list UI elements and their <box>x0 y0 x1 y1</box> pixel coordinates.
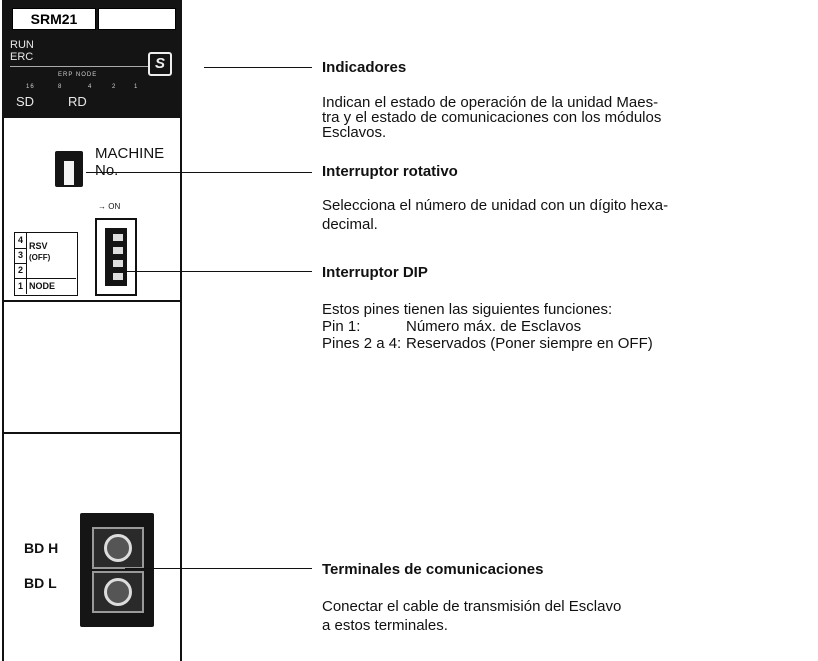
callout-desc-rotativo: Selecciona el número de unidad con un dí… <box>322 195 668 232</box>
callout-title-terminales: Terminales de comunicaciones <box>322 561 544 578</box>
callout-title-dip: Interruptor DIP <box>322 264 428 281</box>
model-blank-plate <box>98 8 176 30</box>
desc-line: tra y el estado de comunicaciones con lo… <box>322 109 662 126</box>
screw-icon <box>104 578 132 606</box>
terminal-bd-l[interactable] <box>92 571 144 613</box>
dip-pin-1[interactable] <box>113 273 123 280</box>
node-bit-4: 4 <box>88 84 93 90</box>
pin-value: Reservados (Poner siempre en OFF) <box>406 335 653 352</box>
communication-terminal-block <box>80 513 154 627</box>
pin-label: Pines 2 a 4: <box>322 335 402 352</box>
indicator-divider <box>10 66 150 67</box>
rotary-label-no: No. <box>95 162 119 179</box>
desc-line: Selecciona el número de unidad con un dí… <box>322 197 669 214</box>
terminal-label-bd-l: BD L <box>24 575 57 591</box>
desc-line: Estos pines tienen las siguientes funcio… <box>322 301 613 318</box>
dip-row-1: 1 <box>15 279 27 294</box>
sd-indicator-label: SD <box>16 94 35 109</box>
callout-desc-indicadores: Indican el estado de operación de la uni… <box>322 95 661 140</box>
callout-desc-dip: Estos pines tienen las siguientes funcio… <box>322 301 653 352</box>
desc-line: Indican el estado de operación de la uni… <box>322 94 659 111</box>
pin-label: Pin 1: <box>322 318 361 335</box>
dip-off-label: (OFF) <box>29 253 51 262</box>
erc-indicator-label: ERC <box>10 51 34 63</box>
panel-divider-lower <box>2 432 182 434</box>
panel-outline <box>2 0 182 661</box>
leader-line-indicadores <box>204 67 312 68</box>
rotary-slot <box>64 161 74 185</box>
unit-front-panel: SRM21 RUN ERC ERP NODE 16 8 4 2 1 SD RD … <box>0 0 185 661</box>
rotary-label-machine: MACHINE <box>95 145 165 162</box>
run-indicator-label: RUN <box>10 39 34 51</box>
dip-body <box>105 228 127 286</box>
terminal-bd-h[interactable] <box>92 527 144 569</box>
node-bit-16: 16 <box>26 84 35 90</box>
rd-indicator-label: RD <box>68 94 87 109</box>
terminal-label-bd-h: BD H <box>24 540 59 556</box>
node-bit-8: 8 <box>58 84 63 90</box>
dip-row-2: 2 <box>15 263 27 279</box>
screw-icon <box>104 534 132 562</box>
callout-title-indicadores: Indicadores <box>322 59 407 76</box>
dip-pin-2[interactable] <box>113 260 123 267</box>
dip-pin-3[interactable] <box>113 247 123 254</box>
indicator-block: SRM21 RUN ERC ERP NODE 16 8 4 2 1 SD RD … <box>2 0 182 118</box>
node-bit-2: 2 <box>112 84 117 90</box>
callout-desc-terminales: Conectar el cable de transmisión del Esc… <box>322 597 621 635</box>
dip-row-3: 3 <box>15 248 27 264</box>
dip-pin-4[interactable] <box>113 234 123 241</box>
model-label: SRM21 <box>12 8 96 30</box>
pin-row-2: Pines 2 a 4:Reservados (Poner siempre en… <box>322 335 653 352</box>
desc-line: a estos terminales. <box>322 617 448 634</box>
dip-rsv-label: RSV <box>29 241 48 251</box>
desc-line: Conectar el cable de transmisión del Esc… <box>322 598 622 615</box>
dip-node-label: NODE <box>29 281 56 291</box>
leader-line-dip <box>125 271 312 272</box>
pin-row-1: Pin 1: Número máx. de Esclavos <box>322 318 653 335</box>
rotary-switch[interactable] <box>55 151 83 187</box>
dip-on-label: → ON <box>98 202 121 211</box>
dip-row-4: 4 <box>15 233 27 249</box>
desc-line: Esclavos. <box>322 124 387 141</box>
callout-title-rotativo: Interruptor rotativo <box>322 163 458 180</box>
dip-legend-divider <box>26 278 76 279</box>
dip-legend-table: 4 3 2 1 RSV (OFF) NODE <box>14 232 78 296</box>
erp-node-label: ERP NODE <box>58 72 98 78</box>
pin-value: Número máx. de Esclavos <box>406 318 582 335</box>
desc-line: decimal. <box>322 216 378 233</box>
panel-divider-upper <box>2 300 182 302</box>
dip-switch[interactable] <box>95 218 137 296</box>
leader-line-terminales <box>125 568 312 569</box>
brand-logo: S <box>148 52 172 76</box>
leader-line-rotativo <box>86 172 312 173</box>
node-bit-1: 1 <box>134 84 139 90</box>
